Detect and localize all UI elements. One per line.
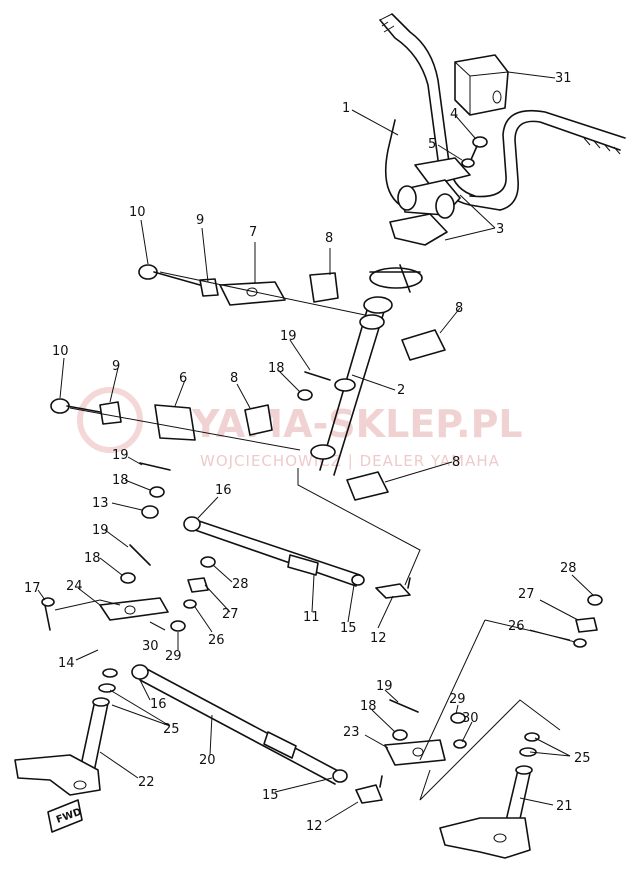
label-22: 22 bbox=[138, 775, 155, 790]
label-8-bottom: 8 bbox=[452, 455, 460, 470]
bracket-part-7 bbox=[219, 281, 286, 306]
watermark: YAMA-SKLEP.PL WOJCIECHOWICZ | DEALER YAM… bbox=[77, 387, 523, 470]
label-20: 20 bbox=[199, 753, 216, 768]
tie-rod-part-20 bbox=[131, 664, 348, 785]
label-18-top: 18 bbox=[268, 361, 285, 376]
bushing-part-8 bbox=[244, 272, 446, 501]
label-13: 13 bbox=[92, 496, 109, 511]
label-21: 21 bbox=[556, 799, 573, 814]
bolt-part-10 bbox=[50, 264, 201, 414]
label-6: 6 bbox=[179, 371, 187, 386]
label-15-bottom: 15 bbox=[262, 788, 279, 803]
label-24: 24 bbox=[66, 579, 83, 594]
label-9-top: 9 bbox=[196, 213, 204, 228]
label-28-right: 28 bbox=[560, 561, 577, 576]
label-14: 14 bbox=[58, 656, 75, 671]
washer-part-18 bbox=[120, 389, 408, 741]
label-8-top: 8 bbox=[325, 231, 333, 246]
plate-part-5 bbox=[461, 158, 475, 168]
label-18-low: 18 bbox=[84, 551, 101, 566]
label-16-top: 16 bbox=[215, 483, 232, 498]
label-10-top: 10 bbox=[129, 205, 146, 220]
leader-lines bbox=[37, 71, 595, 823]
label-29-left: 29 bbox=[165, 649, 182, 664]
label-29-right: 29 bbox=[449, 692, 466, 707]
handlebar-cover-part-31 bbox=[454, 54, 509, 116]
label-10-left: 10 bbox=[52, 344, 69, 359]
label-1: 1 bbox=[342, 101, 350, 116]
rod-end-part-12 bbox=[355, 577, 411, 804]
label-19-mid: 19 bbox=[112, 448, 129, 463]
label-27-left: 27 bbox=[222, 607, 239, 622]
label-5: 5 bbox=[428, 137, 436, 152]
handlebar-holder-part-3 bbox=[389, 157, 471, 246]
watermark-sub: WOJCIECHOWICZ | DEALER YAMAHA bbox=[200, 452, 500, 470]
part-labels: 1 31 4 5 3 8 8 7 9 10 2 19 18 8 6 9 10 8… bbox=[24, 71, 591, 834]
tie-rod-part-11 bbox=[141, 505, 365, 587]
label-8-mid: 8 bbox=[230, 371, 238, 386]
cotter-pin-part-19 bbox=[129, 371, 419, 713]
label-18-right: 18 bbox=[360, 699, 377, 714]
label-26-left: 26 bbox=[208, 633, 225, 648]
label-23: 23 bbox=[343, 725, 360, 740]
spindle-part-22 bbox=[14, 668, 118, 796]
label-27-right: 27 bbox=[518, 587, 535, 602]
label-18-mid: 18 bbox=[112, 473, 129, 488]
label-25-left: 25 bbox=[163, 722, 180, 737]
label-31: 31 bbox=[555, 71, 572, 86]
label-25-right: 25 bbox=[574, 751, 591, 766]
label-2: 2 bbox=[397, 383, 405, 398]
label-12-top: 12 bbox=[370, 631, 387, 646]
label-16-bottom: 16 bbox=[150, 697, 167, 712]
label-3: 3 bbox=[496, 222, 504, 237]
collar-part-9 bbox=[99, 278, 219, 425]
label-26-right: 26 bbox=[508, 619, 525, 634]
label-15-top: 15 bbox=[340, 621, 357, 636]
label-8-right: 8 bbox=[455, 301, 463, 316]
label-7: 7 bbox=[249, 225, 257, 240]
label-19-low: 19 bbox=[92, 523, 109, 538]
label-4: 4 bbox=[450, 107, 458, 122]
spindle-part-21 bbox=[439, 732, 540, 859]
arm-part-23 bbox=[384, 739, 446, 766]
label-30-right: 30 bbox=[462, 711, 479, 726]
small-parts-26-30 bbox=[41, 556, 603, 749]
connection-lines bbox=[54, 271, 571, 801]
label-12-bottom: 12 bbox=[306, 819, 323, 834]
arm-part-24 bbox=[99, 597, 169, 621]
label-17: 17 bbox=[24, 581, 41, 596]
handlebar-part-1 bbox=[379, 13, 626, 211]
bolt-part-4 bbox=[469, 136, 488, 163]
bracket-part-6 bbox=[154, 404, 196, 441]
label-19-top: 19 bbox=[280, 329, 297, 344]
label-19-right: 19 bbox=[376, 679, 393, 694]
steering-column-part-2 bbox=[310, 264, 423, 476]
label-28-left: 28 bbox=[232, 577, 249, 592]
label-9-left: 9 bbox=[112, 359, 120, 374]
label-11: 11 bbox=[303, 610, 320, 625]
fwd-tag: FWD bbox=[47, 799, 83, 833]
label-30-left: 30 bbox=[142, 639, 159, 654]
